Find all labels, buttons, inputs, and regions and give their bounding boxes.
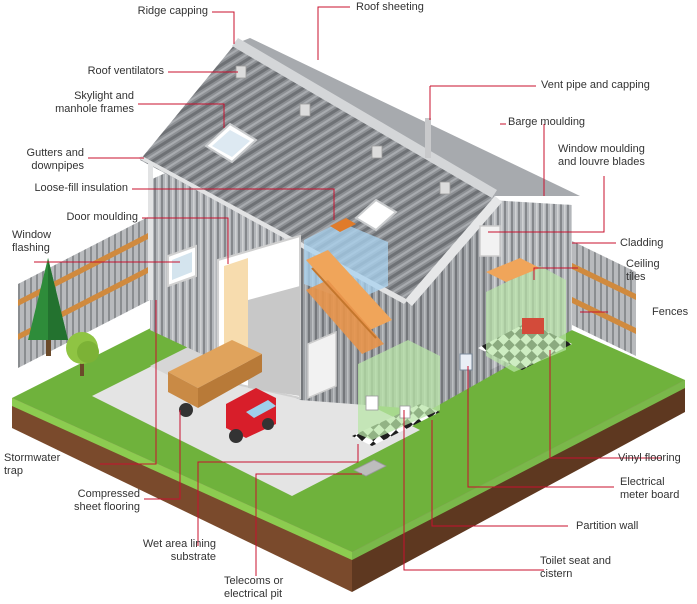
roof-gable-fascia	[405, 196, 502, 306]
label-ridge-capping: Ridge capping	[137, 5, 208, 17]
label-door-moulding: Door moulding	[66, 211, 138, 223]
roof-vents	[235, 65, 451, 195]
front-window	[167, 244, 197, 288]
right-fence	[570, 240, 636, 356]
label-loose-fill: Loose-fill insulation	[34, 182, 128, 194]
label-cladding: Cladding	[620, 237, 664, 249]
insulation-batt	[330, 218, 356, 232]
round-bush	[66, 332, 99, 376]
roof-rear-slope	[235, 38, 580, 196]
roof-main-slope	[140, 44, 495, 300]
meter-board	[459, 353, 473, 371]
vent-pipe	[425, 118, 431, 158]
louvre-windows	[307, 225, 501, 400]
label-barge-moulding: Barge moulding	[508, 116, 586, 128]
label-vinyl-flooring: Vinyl flooring	[618, 452, 681, 464]
pine-tree	[28, 258, 68, 356]
label-vent-pipe: Vent pipe and capping	[541, 79, 650, 91]
leader-lines	[34, 6, 662, 576]
label-fences: Fences	[652, 306, 689, 318]
kitchen-cutaway	[478, 258, 572, 372]
label-roof-sheeting: Roof sheeting	[356, 1, 424, 13]
downpipe	[148, 162, 153, 300]
label-partition-wall: Partition wall	[576, 520, 639, 532]
skylight-left	[204, 122, 258, 164]
truck	[168, 340, 276, 443]
skylight-right	[354, 198, 398, 232]
bathroom-cutaway	[352, 340, 440, 446]
label-roof-ventilators: Roof ventilators	[87, 65, 164, 77]
staircase	[306, 250, 392, 354]
